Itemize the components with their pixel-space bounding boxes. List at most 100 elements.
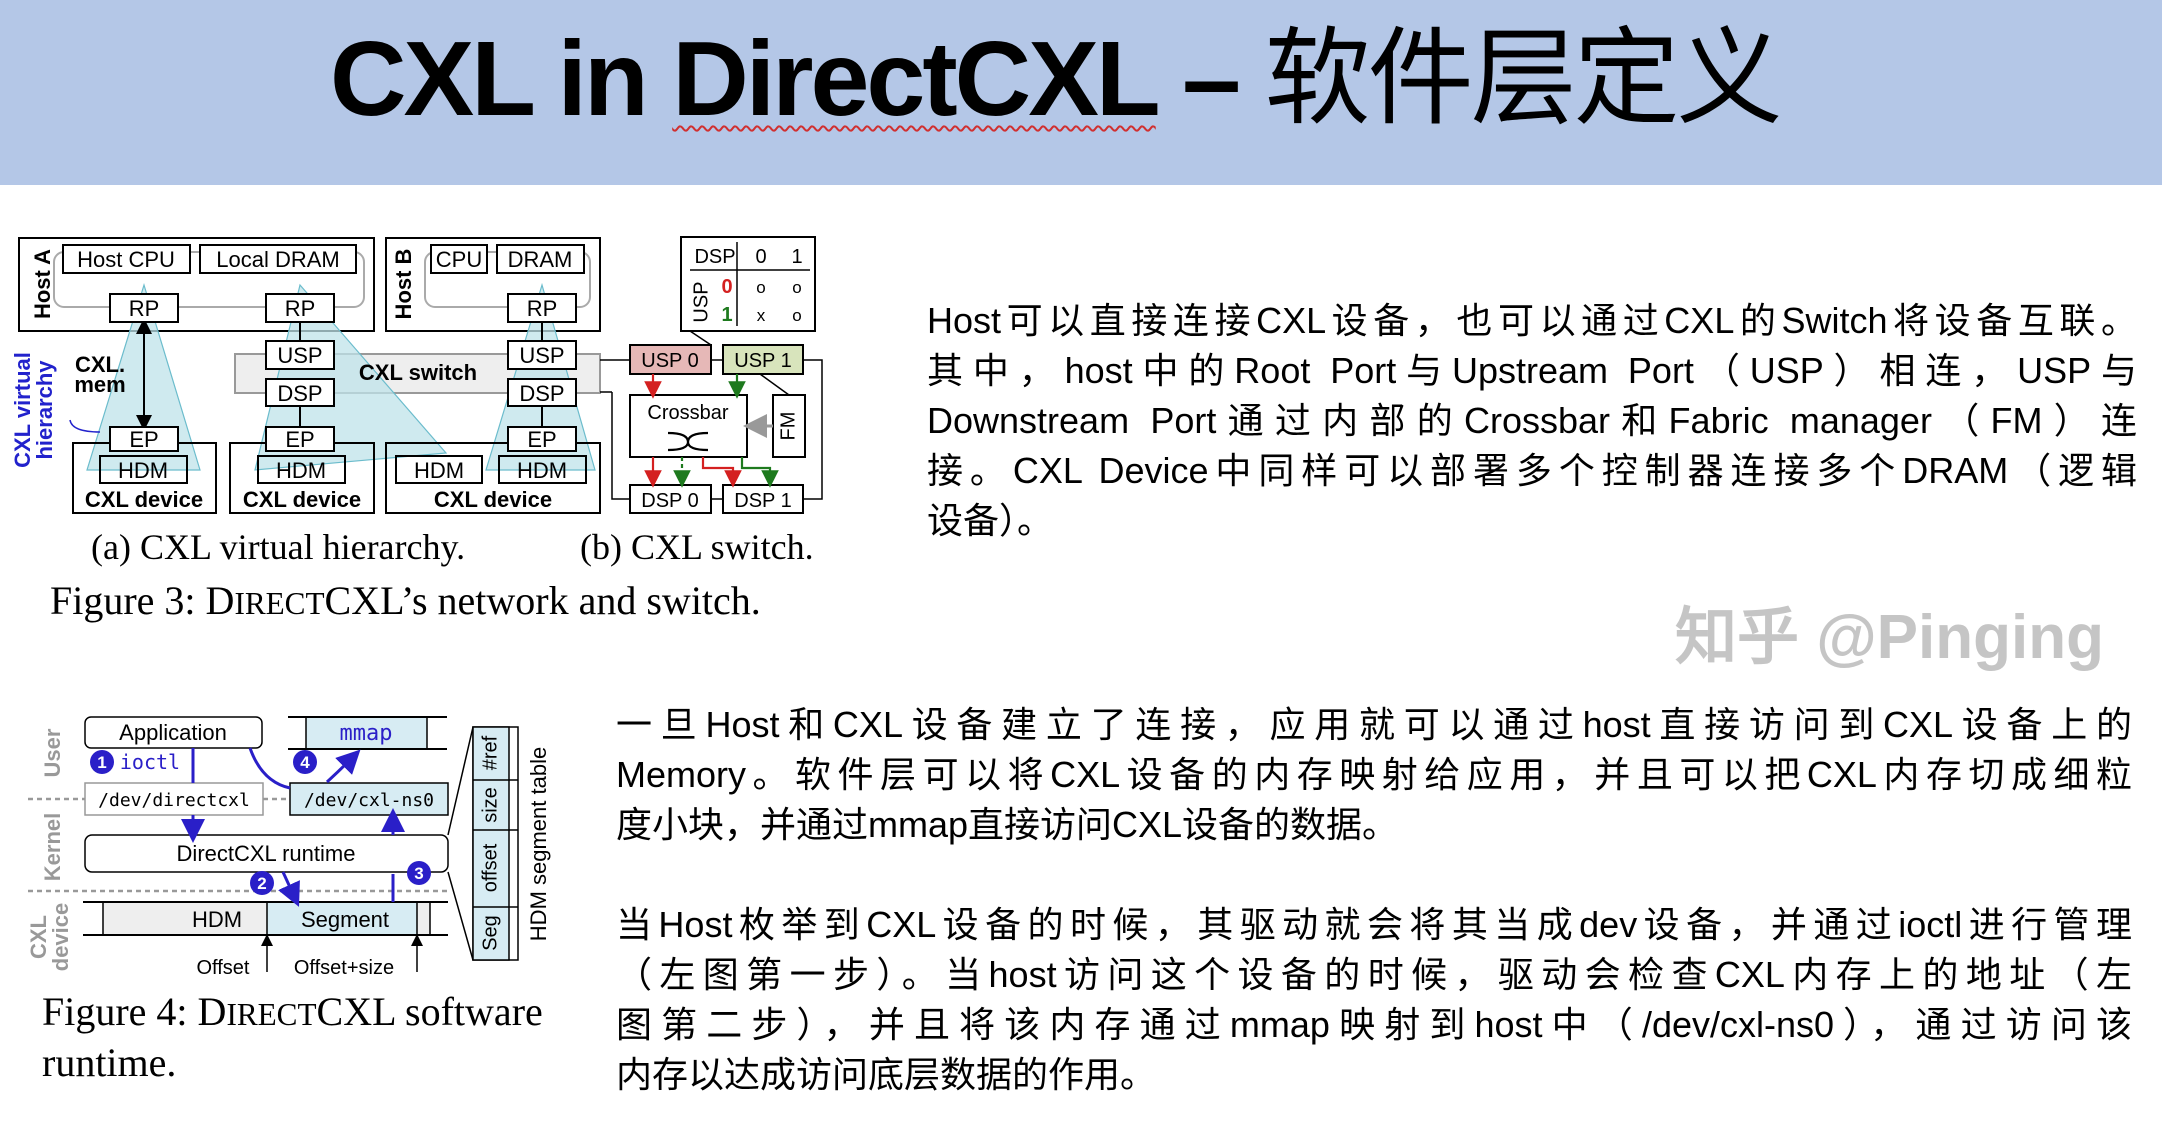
table-cell-seg: Seg — [479, 915, 501, 951]
dev-cxl-ns0-label: /dev/cxl-ns0 — [304, 790, 434, 811]
title-dash: – — [1155, 20, 1265, 138]
cxl-device-box-3 — [385, 442, 601, 514]
fm-label: FM — [777, 412, 799, 441]
table-cell-offset: offset — [479, 843, 501, 892]
usp-label-1: USP — [277, 343, 322, 368]
layer-cxl-label: CXL — [26, 915, 51, 959]
host-cpu-label: Host CPU — [77, 247, 175, 272]
crossbar-box — [629, 394, 748, 458]
table-cell-01: o — [792, 278, 801, 297]
host-a-label: Host A — [30, 249, 55, 319]
cxl-device-label-2: CXL device — [243, 487, 361, 512]
paragraph1-line: Host可以直接连接CXL设备，也可以通过CXL的Switch将设备互联。 — [927, 300, 2137, 341]
crossbar-icon — [667, 431, 709, 452]
virtual-hierarchy-pointer — [69, 419, 101, 433]
paragraph-driver-flow: 当Host枚举到CXL设备的时候，其驱动就会将其当成dev设备，并通过ioctl… — [616, 900, 2132, 1100]
dsp1-label: DSP 1 — [734, 490, 791, 512]
step-4-badge — [293, 750, 317, 774]
dev-cxl-ns0-box — [289, 782, 449, 816]
ioctl-label: ioctl — [120, 750, 180, 774]
title-text-directcxl: DirectCXL — [672, 20, 1159, 138]
dsp0-label: DSP 0 — [641, 490, 698, 512]
step-4-number: 4 — [300, 753, 310, 772]
application-label: Application — [119, 720, 227, 745]
hdm-label-1: HDM — [118, 458, 168, 483]
layer-kernel-label: Kernel — [40, 813, 65, 881]
dram-box — [496, 244, 585, 274]
step-1-badge — [90, 750, 114, 774]
table-row-1: 1 — [721, 304, 732, 326]
hdm-box-4 — [498, 455, 587, 484]
step-2-number: 2 — [257, 874, 266, 893]
table-cell-10: x — [757, 306, 766, 325]
step-3-badge — [407, 861, 431, 885]
title-text-chinese: 软件层定义 — [1264, 20, 1783, 138]
ep-label-2: EP — [285, 427, 314, 452]
usp-box-2 — [507, 340, 577, 370]
rp-label-2: RP — [285, 296, 316, 321]
usp0-label: USP 0 — [641, 350, 698, 372]
hdm-box-3 — [395, 455, 483, 484]
dsp-box-1 — [265, 378, 335, 407]
directcxl-runtime-label: DirectCXL runtime — [177, 841, 356, 866]
table-cell-11: o — [792, 306, 801, 325]
mmap-region — [305, 716, 428, 750]
watermark: 知乎 @Pinging — [1675, 603, 2104, 672]
ep-box-2 — [265, 426, 335, 452]
figure4-caption-suffix: CXL software — [316, 989, 543, 1034]
dev-directcxl-label: /dev/directcxl — [98, 790, 250, 811]
cxl-device-label-1: CXL device — [85, 487, 203, 512]
local-dram-box — [199, 244, 357, 274]
host-cpu-box — [62, 244, 191, 274]
paragraph3-line: 内存以达成访问底层数据的作用。 — [616, 1054, 1157, 1095]
segment-label: Segment — [301, 907, 389, 932]
dsp0-port — [629, 484, 712, 514]
figure3-diagram: Host A Host B Host CPU Local DRAM CPU DR… — [10, 236, 823, 514]
table-cell-00: o — [756, 278, 765, 297]
host-b-label: Host B — [391, 249, 416, 320]
cxl-mem-label-2: mem — [74, 372, 125, 397]
cxl-device-label-3: CXL device — [434, 487, 552, 512]
virtual-hierarchy-c — [485, 282, 596, 471]
usp1-label: USP 1 — [734, 350, 791, 372]
cxl-switch-label: CXL switch — [359, 360, 477, 385]
dev-directcxl-box — [84, 782, 264, 816]
cpu-box — [430, 244, 488, 274]
slide-title: CXL in DirectCXL – 软件层定义 — [330, 14, 1783, 144]
application-box — [84, 716, 263, 749]
paragraph3-line: （左图第一步）。当host访问这个设备的时候，驱动会检查CXL内存上的地址（左 — [616, 954, 2132, 995]
figure4-caption: Figure 4: DIRECTCXL software runtime. — [42, 988, 543, 1087]
virtual-hierarchy-b — [254, 283, 448, 471]
hdm-label-4: HDM — [517, 458, 567, 483]
hdm-segment-table-title: HDM segment table — [526, 747, 551, 941]
dsp-label-1: DSP — [277, 381, 322, 406]
paragraph1-line: 接。CXL Device中同样可以部署多个控制器连接多个DRAM（逻辑 — [927, 450, 2137, 491]
hdm-label: HDM — [192, 907, 242, 932]
rp-box-3 — [507, 293, 577, 323]
paragraph1-line: 设备）。 — [927, 500, 1054, 541]
offset-label: Offset — [197, 957, 250, 979]
figure4-caption-line2: runtime. — [42, 1040, 177, 1085]
table-col-1: 1 — [791, 246, 802, 268]
figure3-caption: Figure 3: DIRECTCXL’s network and switch… — [50, 577, 761, 624]
rp-box-2 — [265, 293, 335, 323]
figure3-caption-prefix: Figure 3: D — [50, 578, 235, 623]
figure3-caption-suffix: CXL’s network and switch. — [324, 578, 761, 623]
figure3-subcaption-a: (a) CXL virtual hierarchy. — [91, 527, 466, 567]
usp0-port — [629, 344, 712, 375]
cpu-label: CPU — [436, 247, 482, 272]
offset-size-label: Offset+size — [294, 957, 394, 979]
virtual-hierarchy-label-1: CXL virtual — [10, 352, 35, 468]
cxl-mem-label-1: CXL. — [75, 352, 125, 377]
paragraph2-line: 度小块，并通过mmap直接访问CXL设备的数据。 — [616, 804, 1399, 845]
table-dsp-header: DSP — [694, 246, 735, 268]
dsp1-port — [722, 484, 804, 514]
ep-label-1: EP — [129, 427, 158, 452]
table-col-0: 0 — [755, 246, 766, 268]
hdm-box-1 — [99, 455, 188, 484]
paragraph3-line: 图第二步），并且将该内存通过mmap映射到host中（/dev/cxl-ns0）… — [616, 1004, 2132, 1045]
hdm-label-2: HDM — [276, 458, 326, 483]
segment-region — [266, 901, 418, 936]
table-row-0: 0 — [721, 276, 732, 298]
paragraph2-line: Memory。软件层可以将CXL设备的内存映射给应用，并且可以把CXL内存切成细… — [616, 754, 2132, 795]
